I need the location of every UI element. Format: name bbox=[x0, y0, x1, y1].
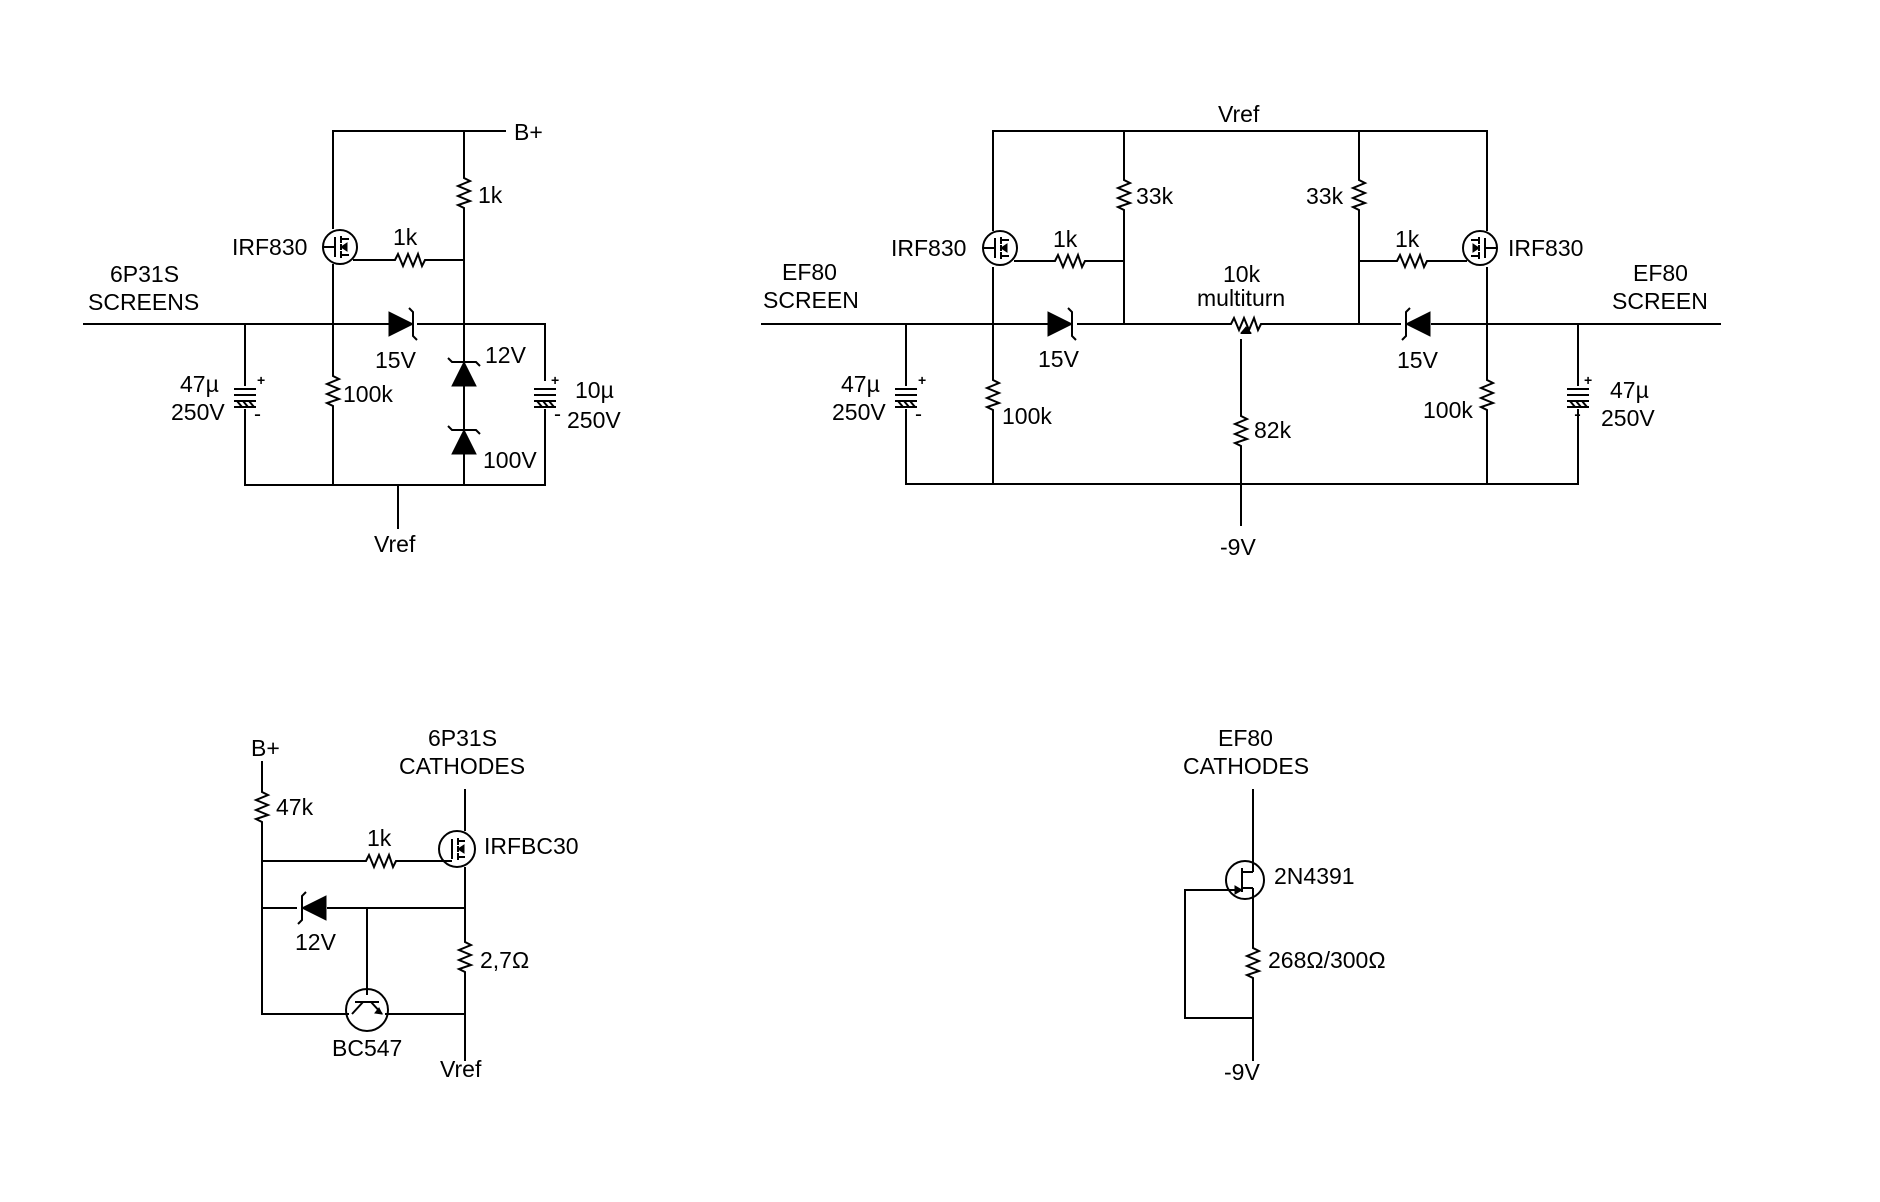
label-r-source: 268Ω/300Ω bbox=[1268, 947, 1386, 973]
zener-12v bbox=[297, 891, 327, 925]
resistor-82k bbox=[1234, 409, 1248, 453]
label-mosfet: IRF830 bbox=[232, 234, 307, 260]
circuit-ef80-cathodes: EF80 CATHODES 2N4391 268Ω/300Ω -9V bbox=[1183, 725, 1386, 1085]
svg-text:+: + bbox=[1584, 372, 1592, 388]
svg-text:-: - bbox=[254, 403, 261, 426]
mosfet-irfbc30 bbox=[437, 830, 476, 868]
label-mosfet-left: IRF830 bbox=[891, 235, 966, 261]
svg-text:-: - bbox=[554, 403, 561, 426]
resistor-100k bbox=[326, 369, 340, 413]
circuit-ef80-screens: + - + - Vref 33k 33k IRF830 IRF830 1k 1k… bbox=[761, 101, 1721, 560]
label-out-2: CATHODES bbox=[1183, 753, 1309, 779]
svg-text:-: - bbox=[915, 403, 922, 426]
label-cap-right-voltage: 250V bbox=[567, 407, 621, 433]
label-1k-right: 1k bbox=[1395, 226, 1420, 252]
capacitor-47u-left: + - bbox=[234, 372, 265, 426]
label-right-in-1: EF80 bbox=[1633, 260, 1688, 286]
label-r-sense: 2,7Ω bbox=[480, 947, 529, 973]
label-pot-type: multiturn bbox=[1197, 285, 1285, 311]
resistor-47k bbox=[255, 785, 269, 829]
label-33k-left: 33k bbox=[1136, 183, 1174, 209]
label-cap-left-voltage: 250V bbox=[171, 399, 225, 425]
label-vref: Vref bbox=[374, 531, 416, 557]
label-100k-right: 100k bbox=[1423, 397, 1473, 423]
label-47k: 47k bbox=[276, 794, 314, 820]
resistor-2r7-sense bbox=[458, 935, 472, 979]
label-cap-left-voltage: 250V bbox=[832, 399, 886, 425]
zener-15v-left bbox=[1047, 307, 1077, 341]
capacitor-47u-left: + - bbox=[895, 372, 926, 426]
capacitor-47u-right: + - bbox=[1567, 372, 1592, 426]
svg-text:+: + bbox=[257, 372, 265, 388]
mosfet-irf830-right bbox=[1462, 230, 1498, 266]
resistor-1k-gate-left bbox=[1048, 254, 1092, 268]
resistor-100k-right bbox=[1480, 373, 1494, 417]
label-bplus: B+ bbox=[514, 119, 543, 145]
label-r1k-gate: 1k bbox=[393, 224, 418, 250]
label-neg-supply: -9V bbox=[1224, 1059, 1260, 1085]
resistor-33k-left bbox=[1117, 173, 1131, 217]
label-zener-100v: 100V bbox=[483, 447, 537, 473]
label-zener: 12V bbox=[295, 929, 337, 955]
wire-gate-loop bbox=[1184, 889, 1254, 1019]
svg-text:+: + bbox=[551, 372, 559, 388]
label-left-in-1: EF80 bbox=[782, 259, 837, 285]
label-100k-left: 100k bbox=[1002, 403, 1052, 429]
label-r1k-top: 1k bbox=[478, 182, 503, 208]
label-out-2: CATHODES bbox=[399, 753, 525, 779]
label-cap-left-value: 47µ bbox=[180, 371, 219, 397]
transistor-bc547 bbox=[345, 988, 389, 1032]
label-transistor: BC547 bbox=[332, 1035, 402, 1061]
label-neg-supply: -9V bbox=[1220, 534, 1256, 560]
label-cap-right-voltage: 250V bbox=[1601, 405, 1655, 431]
resistor-1k-gate bbox=[388, 253, 432, 267]
label-input-2: SCREENS bbox=[88, 289, 199, 315]
svg-text:+: + bbox=[918, 372, 926, 388]
label-right-in-2: SCREEN bbox=[1612, 288, 1708, 314]
resistor-1k-gate-right bbox=[1390, 254, 1434, 268]
label-1k-left: 1k bbox=[1053, 226, 1078, 252]
label-r100k: 100k bbox=[343, 381, 393, 407]
potentiometer-10k-multiturn bbox=[1224, 317, 1268, 334]
label-zener-series: 15V bbox=[375, 347, 417, 373]
label-out-1: 6P31S bbox=[428, 725, 497, 751]
label-cap-right-value: 10µ bbox=[575, 377, 614, 403]
circuit-6p31s-cathodes: B+ 6P31S CATHODES 47k 1k IRFBC30 12V 2,7… bbox=[251, 725, 579, 1082]
label-cap-left-value: 47µ bbox=[841, 371, 880, 397]
zener-100v bbox=[447, 425, 481, 455]
label-vref: Vref bbox=[1218, 101, 1260, 127]
label-mosfet-right: IRF830 bbox=[1508, 235, 1583, 261]
jfet-2n4391 bbox=[1225, 860, 1265, 900]
label-1k-gate: 1k bbox=[367, 825, 392, 851]
capacitor-10u-right: + - bbox=[534, 372, 561, 426]
label-zener-left: 15V bbox=[1038, 346, 1080, 372]
label-jfet: 2N4391 bbox=[1274, 863, 1355, 889]
label-zener-12v: 12V bbox=[485, 342, 527, 368]
mosfet-irf830 bbox=[322, 229, 358, 265]
resistor-268r-300r bbox=[1246, 941, 1260, 985]
resistor-100k-left bbox=[986, 373, 1000, 417]
resistor-1k-top bbox=[457, 171, 471, 215]
wire-zener-out bbox=[417, 323, 546, 381]
label-pot-value: 10k bbox=[1223, 261, 1261, 287]
resistor-33k-right bbox=[1352, 173, 1366, 217]
label-bplus: B+ bbox=[251, 735, 280, 761]
circuit-6p31s-screens: + - + - B+ 1k IRF830 1k 6P31S SCREENS 15… bbox=[83, 119, 621, 557]
label-input-1: 6P31S bbox=[110, 261, 179, 287]
zener-15v-right bbox=[1401, 307, 1431, 341]
resistor-1k-gate bbox=[359, 854, 403, 868]
svg-text:-: - bbox=[1574, 403, 1581, 426]
zener-12v bbox=[447, 357, 481, 387]
label-33k-right: 33k bbox=[1306, 183, 1344, 209]
zener-15v-series bbox=[388, 307, 418, 341]
label-cap-right-value: 47µ bbox=[1610, 377, 1649, 403]
mosfet-irf830-left bbox=[982, 230, 1018, 266]
label-82k: 82k bbox=[1254, 417, 1292, 443]
label-zener-right: 15V bbox=[1397, 347, 1439, 373]
label-vref: Vref bbox=[440, 1056, 482, 1082]
label-mosfet: IRFBC30 bbox=[484, 833, 579, 859]
label-left-in-2: SCREEN bbox=[763, 287, 859, 313]
label-out-1: EF80 bbox=[1218, 725, 1273, 751]
